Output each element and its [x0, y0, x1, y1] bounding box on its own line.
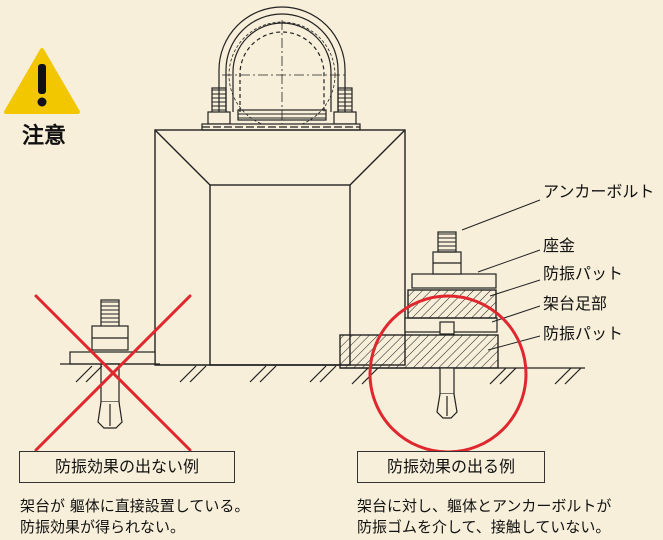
warning-label: 注意: [22, 124, 67, 149]
label-anchor-bolt: アンカーボルト: [543, 182, 655, 201]
good-caption-line-2: 防振ゴムを介して、接触していない。: [357, 518, 611, 536]
good-caption-line-1: 架台に対し、軀体とアンカーボルトが: [357, 497, 612, 515]
ground-line: [75, 364, 585, 385]
label-washer: 座金: [543, 236, 576, 255]
bad-caption-line-2: 防振効果が得られない。: [20, 518, 186, 536]
leader-lines: [461, 199, 541, 351]
bad-caption-line-1: 架台が 軀体に直接設置している。: [20, 497, 250, 515]
stand-frame: [154, 129, 406, 366]
right-foot-good: [339, 231, 499, 419]
label-stand-foot: 架台足部: [543, 294, 608, 313]
warning-icon: [4, 48, 80, 114]
pipe-u-bolt: [201, 6, 361, 131]
good-example-title: 防振効果の出る例: [357, 451, 545, 483]
bad-example-title: 防振効果の出ない例: [19, 451, 235, 483]
cross-mark: [34, 294, 192, 452]
label-pad-bottom: 防振パット: [543, 324, 624, 343]
left-foot-bad: [60, 299, 160, 429]
label-pad-top: 防振パット: [543, 264, 624, 283]
